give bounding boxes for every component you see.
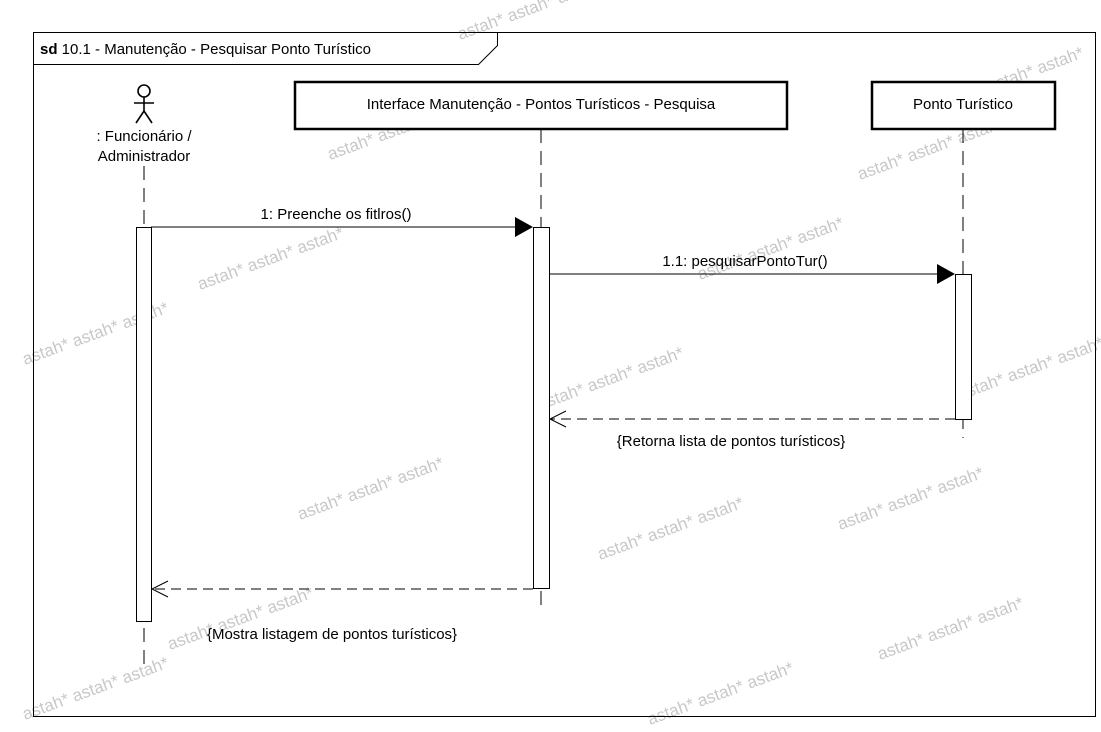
- watermark: astah* astah* astah*: [595, 493, 747, 564]
- message-1-1-label: 1.1: pesquisarPontoTur(): [662, 253, 827, 270]
- watermark: astah* astah* astah*: [535, 343, 687, 414]
- frame-keyword: sd: [40, 41, 58, 58]
- lifeline-interface-box: [293, 80, 789, 131]
- watermark: astah* astah* astah*: [645, 658, 797, 729]
- message-1-1-arrowhead: [937, 264, 955, 284]
- lifeline-ponto-label: Ponto Turístico: [913, 96, 1013, 113]
- watermark: astah* astah* astah*: [695, 213, 847, 284]
- watermark: astah* astah* astah*: [835, 463, 987, 534]
- actor-name-line1: : Funcionário /: [96, 128, 192, 145]
- activation-interface: [533, 227, 550, 589]
- return-1-1-arrowhead: [548, 410, 567, 428]
- frame-border: [33, 32, 1096, 717]
- message-1-arrowhead: [515, 217, 533, 237]
- actor-name-line2: Administrador: [98, 148, 191, 165]
- message-1-label: 1: Preenche os fitlros(): [261, 206, 412, 223]
- return-1-label: {Mostra listagem de pontos turísticos}: [207, 626, 457, 643]
- activation-ponto: [955, 274, 972, 420]
- watermark: astah* astah* astah*: [20, 653, 172, 724]
- return-1-arrowhead: [150, 580, 169, 598]
- watermark: astah* astah* astah*: [295, 453, 447, 524]
- activation-actor: [136, 227, 152, 622]
- actor-icon: [134, 84, 154, 124]
- watermark: astah* astah* astah*: [955, 333, 1101, 404]
- watermark: astah* astah* astah*: [195, 223, 347, 294]
- frame-tab: [33, 32, 498, 65]
- watermark: astah* astah* astah*: [455, 0, 607, 44]
- frame-title: sd 10.1 - Manutenção - Pesquisar Ponto T…: [40, 41, 371, 58]
- frame-title-text: 10.1 - Manutenção - Pesquisar Ponto Turí…: [58, 41, 372, 58]
- lifeline-interface-label: Interface Manutenção - Pontos Turísticos…: [367, 96, 716, 113]
- watermark: astah* astah* astah*: [165, 583, 317, 654]
- return-1-1-label: {Retorna lista de pontos turísticos}: [617, 433, 845, 450]
- watermark: astah* astah* astah*: [875, 593, 1027, 664]
